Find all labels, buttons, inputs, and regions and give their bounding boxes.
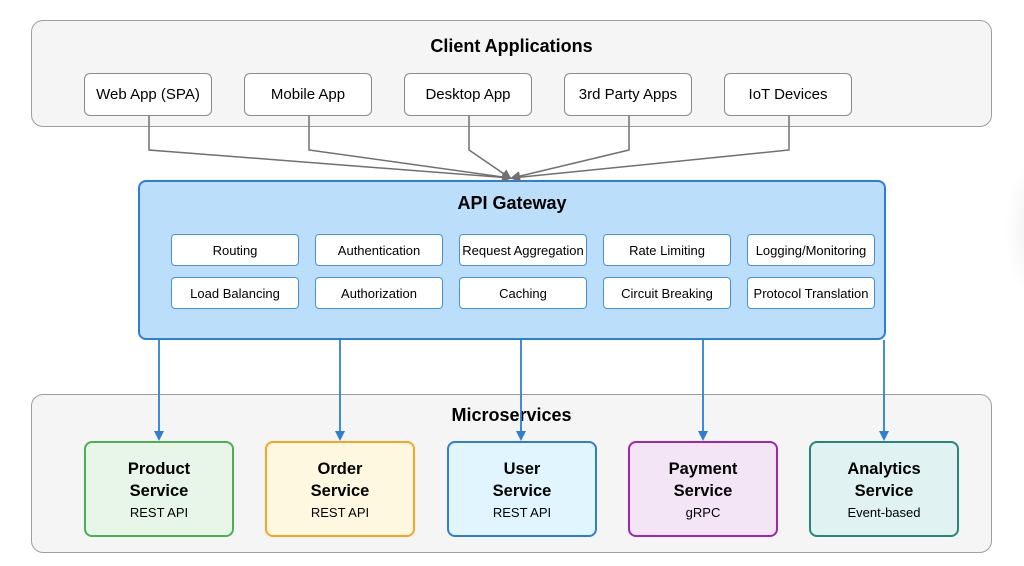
service-name-line: User — [503, 460, 541, 478]
connector-web-app — [148, 116, 512, 183]
service-user: User Service REST API — [447, 441, 597, 537]
feature-routing: Routing — [171, 234, 299, 266]
feature-authorization: Authorization — [315, 277, 443, 309]
service-connectors — [154, 340, 889, 441]
client-connectors — [148, 116, 790, 183]
service-payment: Payment Service gRPC — [628, 441, 778, 537]
feature-load-balancing: Load Balancing — [171, 277, 299, 309]
service-name: User Service — [459, 458, 585, 502]
feature-rate-limiting: Rate Limiting — [603, 234, 731, 266]
feature-caching: Caching — [459, 277, 587, 309]
client-iot-devices: IoT Devices — [724, 73, 852, 116]
client-mobile-app: Mobile App — [244, 73, 372, 116]
service-protocol: gRPC — [685, 505, 721, 520]
service-name-line: Service — [854, 482, 914, 500]
client-third-party-apps: 3rd Party Apps — [564, 73, 692, 116]
service-name-line: Product — [127, 460, 191, 478]
service-name-line: Order — [317, 460, 363, 478]
connector-iot-devices — [510, 116, 790, 183]
service-name: Order Service — [277, 458, 403, 502]
client-applications-title: Client Applications — [430, 36, 593, 56]
service-name-line: Analytics — [847, 460, 921, 478]
client-desktop-app: Desktop App — [404, 73, 532, 116]
connector-third-party-apps — [510, 116, 630, 182]
connector-desktop-app — [468, 116, 512, 180]
client-web-app: Web App (SPA) — [84, 73, 212, 116]
service-name-line: Service — [310, 482, 370, 500]
service-protocol: Event-based — [847, 505, 921, 520]
service-name: Payment Service — [640, 458, 766, 502]
service-analytics: Analytics Service Event-based — [809, 441, 959, 537]
feature-request-aggregation: Request Aggregation — [459, 234, 587, 266]
service-protocol: REST API — [492, 505, 552, 520]
service-name: Product Service — [96, 458, 222, 502]
service-name-line: Service — [673, 482, 733, 500]
service-name-line: Service — [492, 482, 552, 500]
feature-logging-monitoring: Logging/Monitoring — [747, 234, 875, 266]
service-order: Order Service REST API — [265, 441, 415, 537]
api-gateway-title: API Gateway — [457, 193, 567, 213]
service-name-line: Service — [129, 482, 189, 500]
api-gateway: API Gateway Routing Authentication Reque… — [138, 180, 886, 340]
service-name-line: Payment — [668, 460, 738, 478]
service-protocol: REST API — [310, 505, 370, 520]
connector-mobile-app — [308, 116, 512, 182]
service-protocol: REST API — [129, 505, 189, 520]
feature-authentication: Authentication — [315, 234, 443, 266]
service-product: Product Service REST API — [84, 441, 234, 537]
microservices-title: Microservices — [451, 405, 572, 425]
feature-circuit-breaking: Circuit Breaking — [603, 277, 731, 309]
service-name: Analytics Service — [821, 458, 947, 502]
feature-protocol-translation: Protocol Translation — [747, 277, 875, 309]
